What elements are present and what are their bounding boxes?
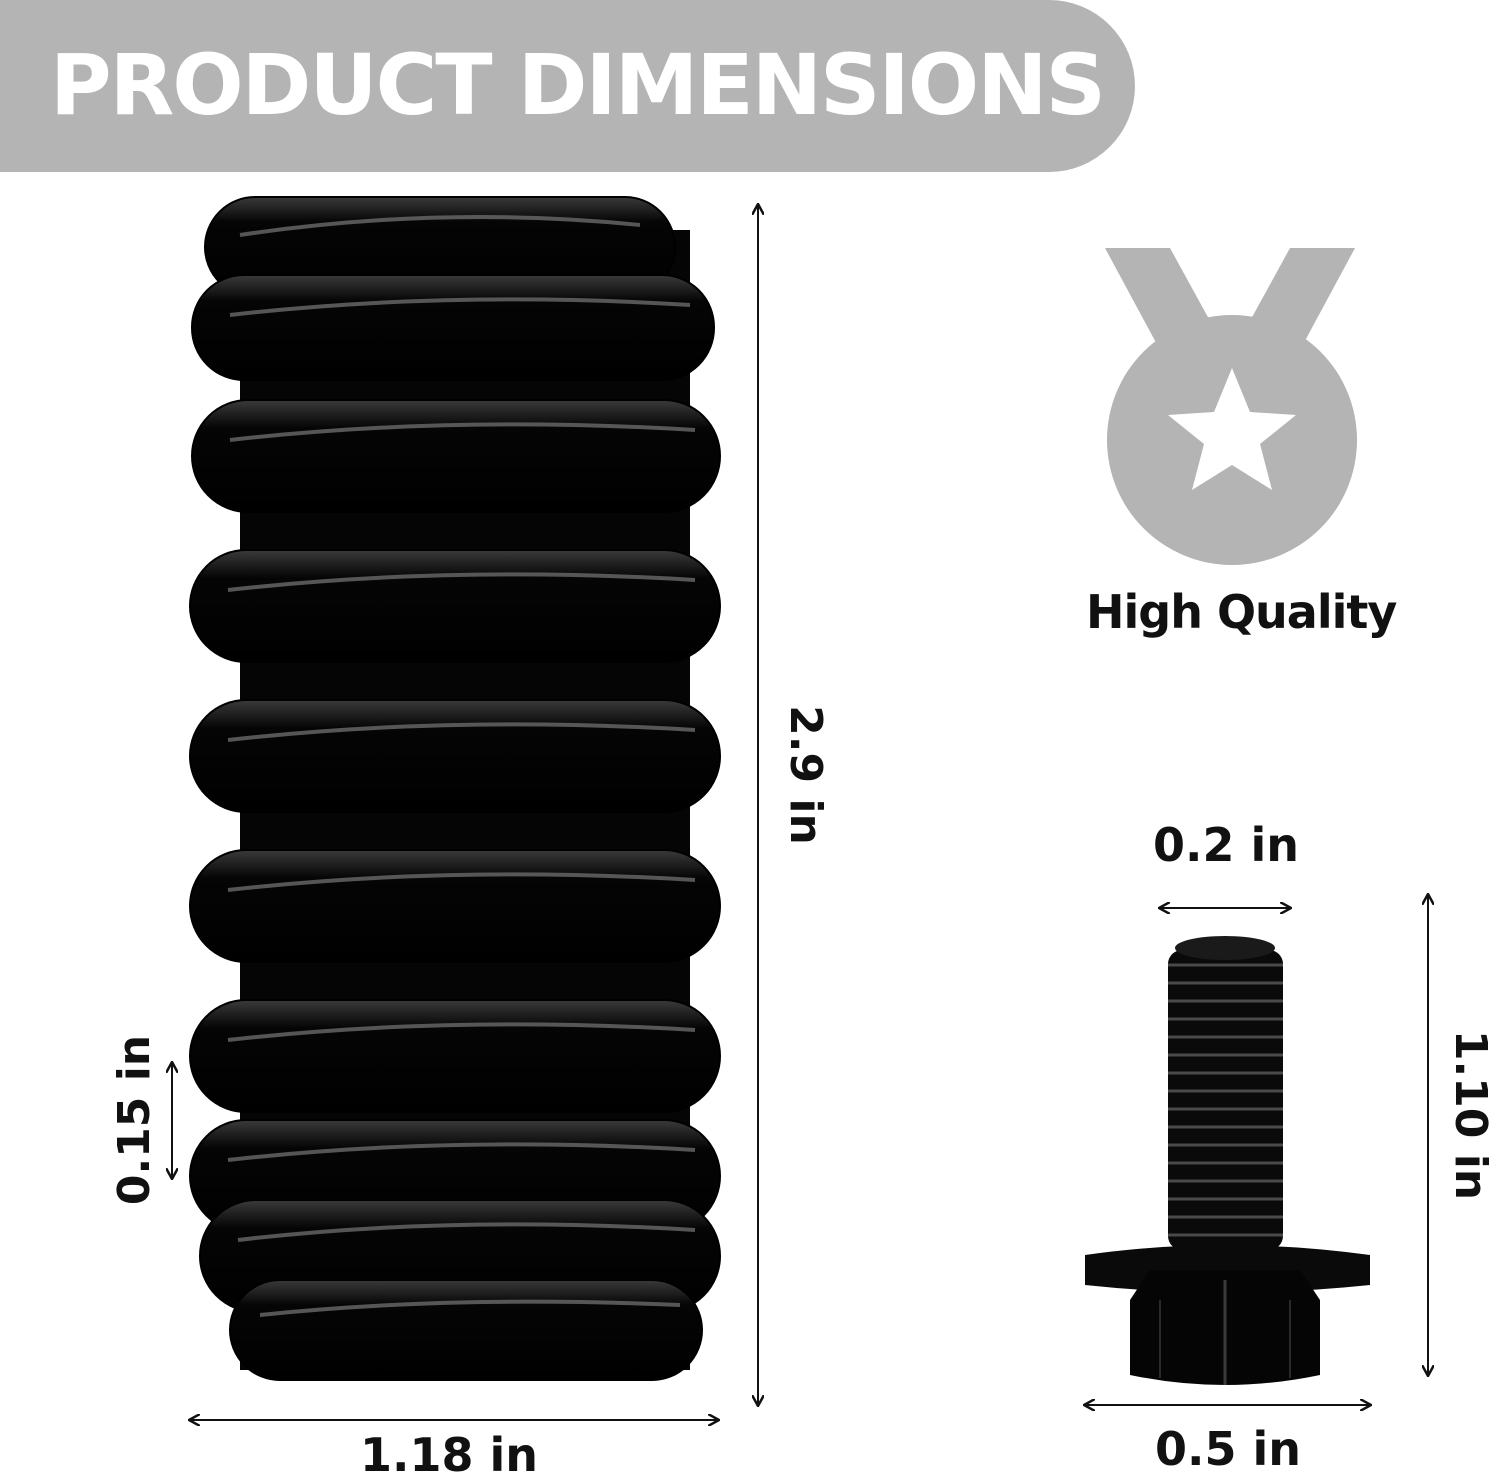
spring-image	[189, 196, 721, 1381]
spring-wire-label: 0.15 in	[109, 1034, 160, 1206]
spring-height-label: 2.9 in	[780, 705, 831, 845]
bolt-image	[1085, 936, 1370, 1385]
badge-label: High Quality	[1086, 585, 1397, 639]
bolt-length-label: 1.10 in	[1445, 1029, 1496, 1201]
header-banner: PRODUCT DIMENSIONS	[0, 0, 1135, 172]
bolt-thread-label: 0.2 in	[1153, 818, 1300, 872]
page-title: PRODUCT DIMENSIONS	[50, 36, 1106, 134]
spring-width-label: 1.18 in	[360, 1428, 539, 1482]
bolt-head-label: 0.5 in	[1155, 1422, 1302, 1476]
medal-star-icon	[1105, 248, 1357, 565]
